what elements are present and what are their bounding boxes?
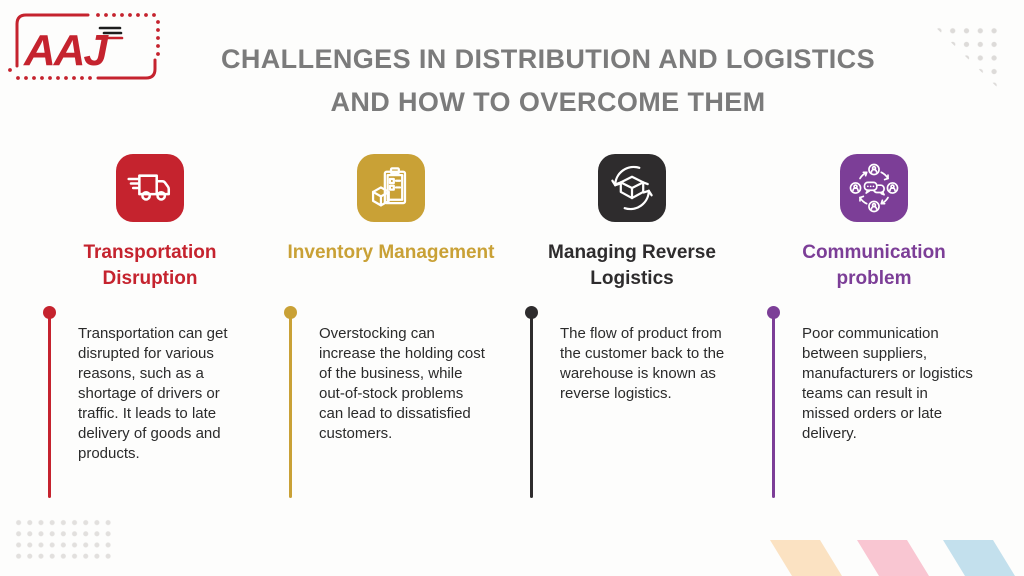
inventory-clipboard-icon: [357, 154, 425, 222]
column-communication-problem: Communication problem Poor communication…: [764, 154, 984, 554]
column-description: Poor communication between suppliers, ma…: [802, 325, 973, 442]
logo-text: AAJ: [23, 26, 110, 75]
timeline-line: [48, 317, 51, 498]
column-inventory-management: Inventory Management Overstocking can in…: [281, 154, 501, 554]
timeline-dot: [525, 306, 538, 319]
logo-dotted-border: [8, 13, 160, 80]
decor-dot-grid: [13, 517, 114, 564]
column-transportation-disruption: Transportation Disruption Transportation…: [40, 154, 260, 554]
column-managing-reverse-logistics: Managing Reverse Logistics The flow of p…: [522, 154, 742, 554]
decor-stripes: [770, 540, 1015, 576]
timeline-dot: [284, 306, 297, 319]
timeline-line: [530, 317, 533, 498]
communication-icon: [840, 154, 908, 222]
page-title-line1: CHALLENGES IN DISTRIBUTION AND LOGISTICS: [220, 44, 875, 74]
page-title: CHALLENGES IN DISTRIBUTION AND LOGISTICS…: [72, 38, 1024, 124]
column-title: Managing Reverse Logistics: [548, 242, 716, 289]
logo-speed-lines: [98, 26, 124, 40]
column-title: Communication problem: [802, 242, 946, 289]
column-description: Transportation can get disrupted for var…: [78, 325, 228, 462]
aaj-logo: AAJ: [8, 13, 160, 80]
column-title: Transportation Disruption: [83, 242, 217, 289]
truck-icon: [116, 154, 184, 222]
timeline-dot: [43, 306, 56, 319]
reverse-logistics-icon: [598, 154, 666, 222]
page-title-line2: AND HOW TO OVERCOME THEM: [330, 87, 766, 117]
timeline-line: [289, 317, 292, 498]
column-title: Inventory Management: [287, 242, 495, 263]
column-description: Overstocking can increase the holding co…: [319, 325, 485, 442]
column-description: The flow of product from the customer ba…: [560, 325, 725, 402]
timeline-dot: [767, 306, 780, 319]
timeline-line: [772, 317, 775, 498]
